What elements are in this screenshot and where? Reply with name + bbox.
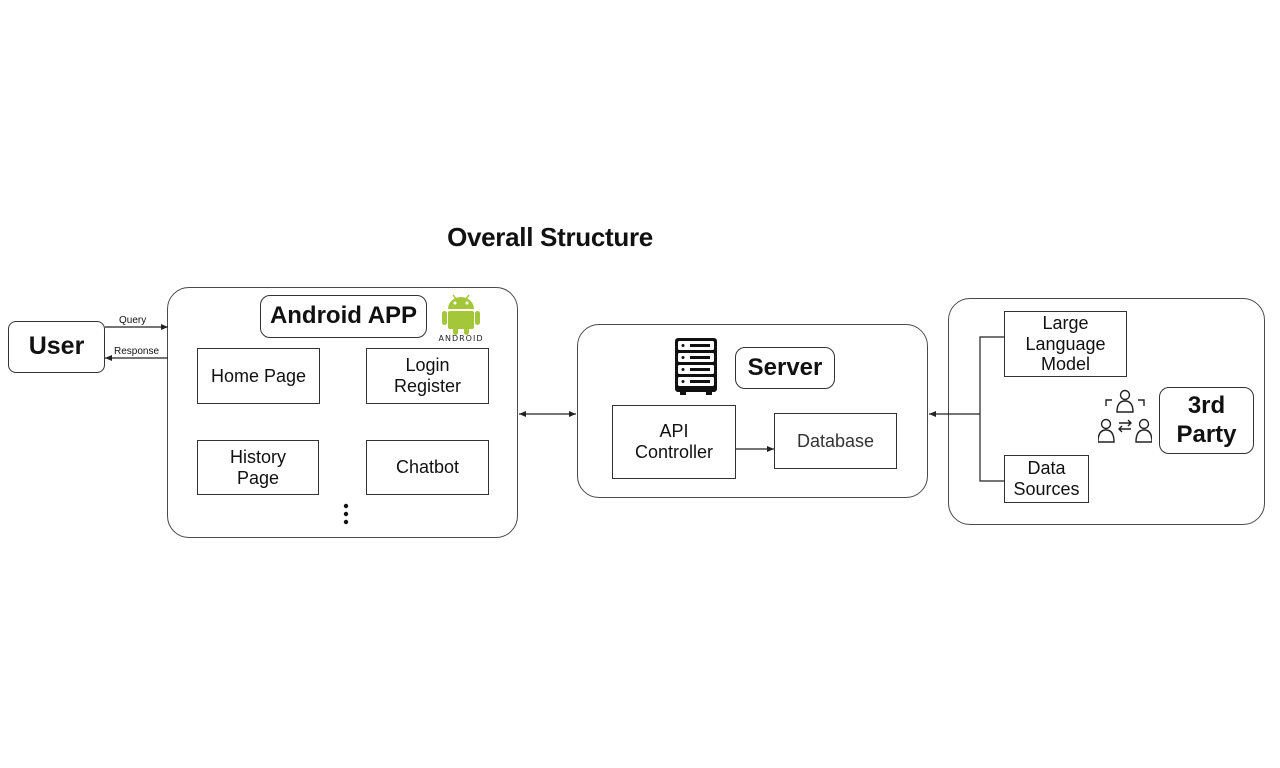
third-party-label-text: 3rd Party [1176,391,1237,448]
people-exchange-icon [1097,386,1153,444]
login-register-box: Login Register [366,348,489,404]
data-sources-box: Data Sources [1004,455,1089,503]
third-party-bracket [979,336,1004,482]
server-rack-icon [674,337,718,395]
llm-box: Large Language Model [1004,311,1127,377]
diagram-title: Overall Structure [447,222,653,252]
more-pages-icon [342,503,350,525]
chatbot-box: Chatbot [366,440,489,495]
user-box: User [8,321,105,373]
api-controller-box: API Controller [612,405,736,479]
server-label: Server [735,347,835,389]
history-page-box: History Page [197,440,319,495]
response-label: Response [114,346,160,357]
home-page-box: Home Page [197,348,320,404]
android-logo-text: ANDROID [438,334,484,343]
database-box: Database [774,413,897,469]
third-party-label: 3rd Party [1159,387,1254,454]
android-app-label: Android APP [260,295,427,338]
android-logo: ANDROID [434,291,488,345]
android-robot-icon [442,294,480,335]
query-label: Query [119,315,147,326]
